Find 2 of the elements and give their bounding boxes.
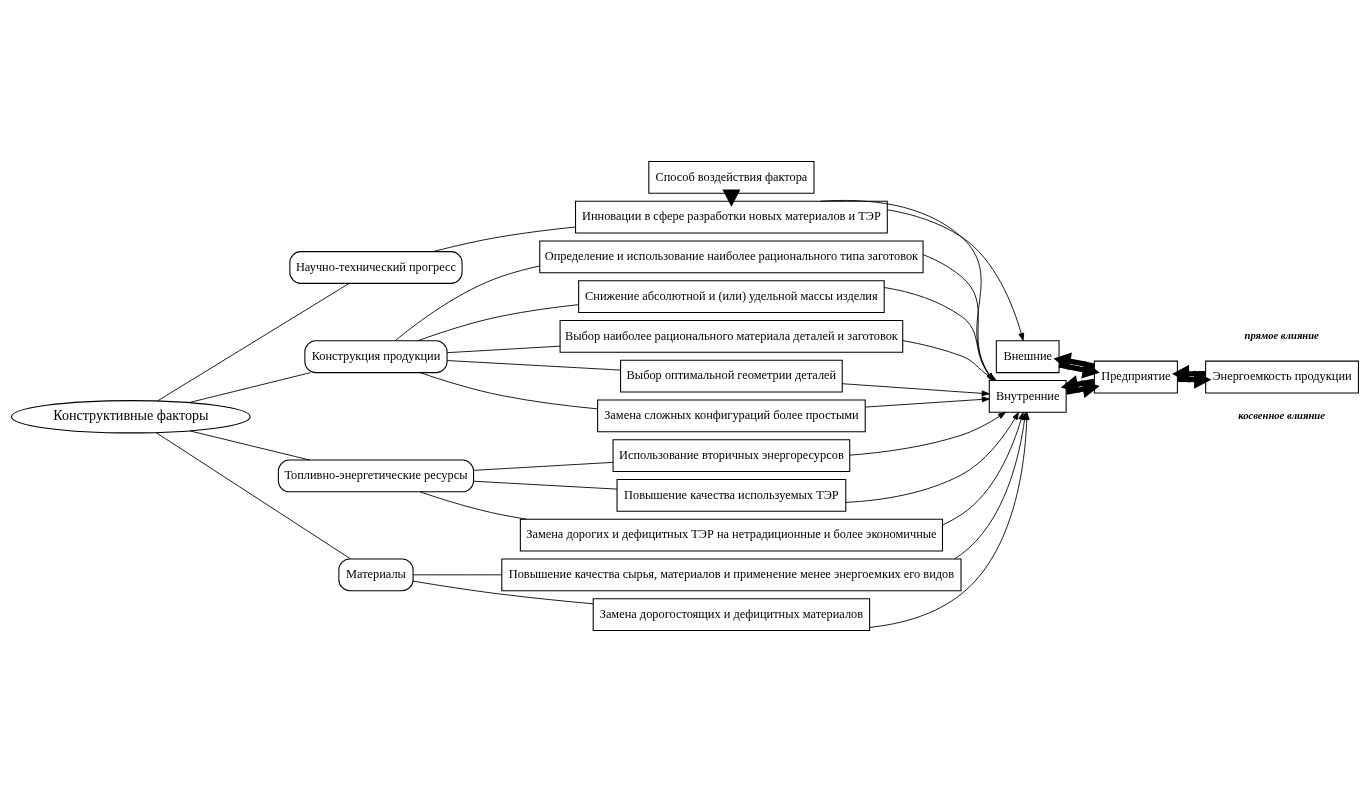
label: косвенное влияние (1238, 409, 1325, 421)
label: прямое влияние (1244, 329, 1319, 341)
